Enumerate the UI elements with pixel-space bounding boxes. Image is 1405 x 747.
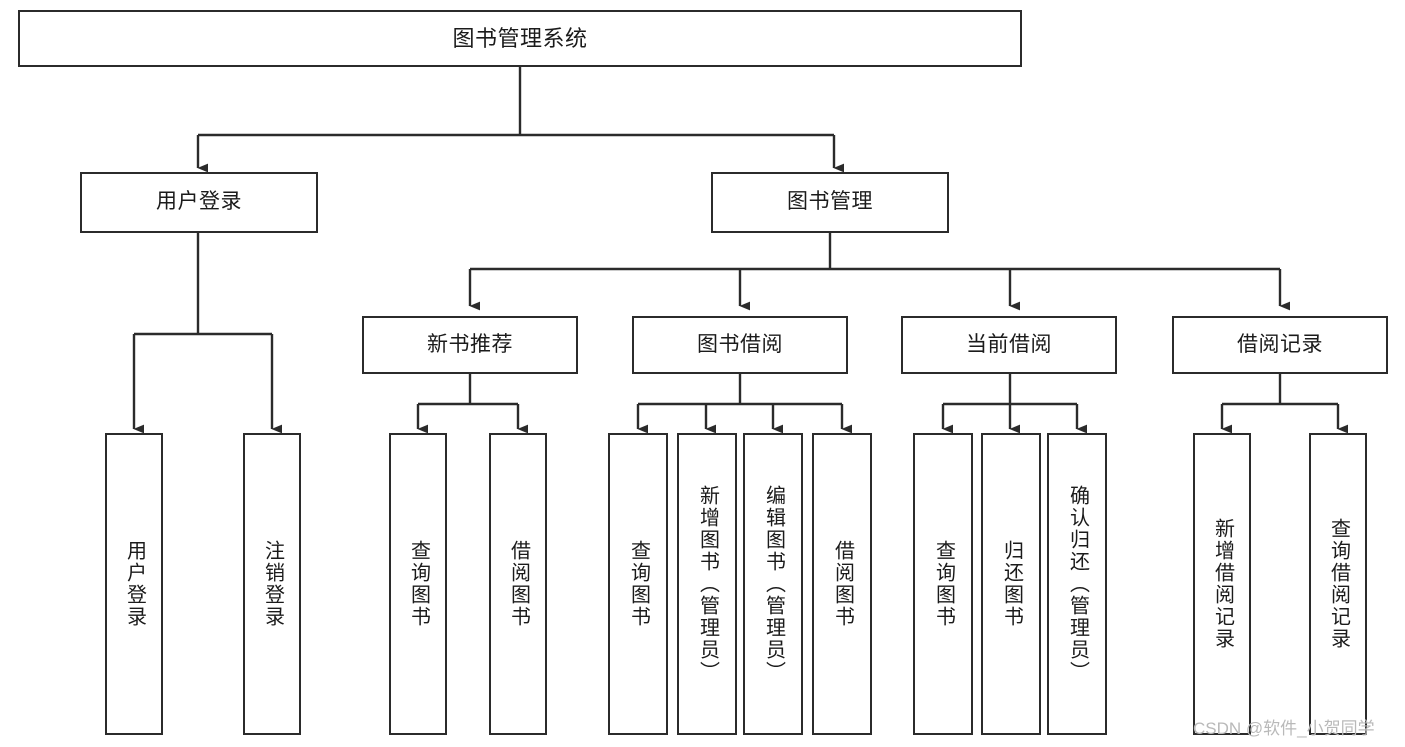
node-book-manage-label: 图书管理: [787, 190, 873, 214]
node-leaf-query-record[interactable]: 查询借阅记录: [1309, 433, 1367, 735]
node-leaf-add-record-label: 新增借阅记录: [1211, 518, 1234, 650]
node-leaf-user-logout-label: 注销登录: [261, 540, 284, 628]
node-leaf-query-book-1[interactable]: 查询图书: [389, 433, 447, 735]
node-current-borrow[interactable]: 当前借阅: [901, 316, 1117, 374]
csdn-watermark: CSDN @软件_小贺同学: [1193, 719, 1375, 738]
node-leaf-add-record[interactable]: 新增借阅记录: [1193, 433, 1251, 735]
node-leaf-return-book-label: 归还图书: [1000, 540, 1023, 628]
node-user-login[interactable]: 用户登录: [80, 172, 318, 233]
node-leaf-borrow-book-2-label: 借阅图书: [831, 540, 854, 628]
node-borrow-record[interactable]: 借阅记录: [1172, 316, 1388, 374]
node-leaf-query-record-label: 查询借阅记录: [1327, 518, 1350, 650]
node-new-book-recommend-label: 新书推荐: [427, 332, 513, 356]
node-leaf-add-book-label: 新增图书（管理员）: [696, 485, 719, 683]
node-leaf-user-login-label: 用户登录: [123, 540, 146, 628]
node-book-borrow-label: 图书借阅: [697, 332, 783, 356]
node-leaf-query-book-3[interactable]: 查询图书: [913, 433, 973, 735]
node-leaf-query-book-3-label: 查询图书: [932, 540, 955, 628]
node-leaf-confirm-return[interactable]: 确认归还（管理员）: [1047, 433, 1107, 735]
node-borrow-record-label: 借阅记录: [1237, 332, 1323, 356]
node-leaf-edit-book-label: 编辑图书（管理员）: [762, 485, 785, 683]
node-leaf-edit-book[interactable]: 编辑图书（管理员）: [743, 433, 803, 735]
node-leaf-confirm-return-label: 确认归还（管理员）: [1066, 485, 1089, 683]
node-root[interactable]: 图书管理系统: [18, 10, 1022, 67]
node-leaf-return-book[interactable]: 归还图书: [981, 433, 1041, 735]
node-leaf-user-login[interactable]: 用户登录: [105, 433, 163, 735]
node-leaf-query-book-1-label: 查询图书: [407, 540, 430, 628]
node-book-manage[interactable]: 图书管理: [711, 172, 949, 233]
node-new-book-recommend[interactable]: 新书推荐: [362, 316, 578, 374]
node-current-borrow-label: 当前借阅: [966, 332, 1052, 356]
node-root-label: 图书管理系统: [452, 25, 588, 51]
node-book-borrow[interactable]: 图书借阅: [632, 316, 848, 374]
node-leaf-query-book-2-label: 查询图书: [627, 540, 650, 628]
node-leaf-borrow-book-1[interactable]: 借阅图书: [489, 433, 547, 735]
node-leaf-add-book[interactable]: 新增图书（管理员）: [677, 433, 737, 735]
node-leaf-user-logout[interactable]: 注销登录: [243, 433, 301, 735]
node-leaf-borrow-book-1-label: 借阅图书: [507, 540, 530, 628]
node-leaf-query-book-2[interactable]: 查询图书: [608, 433, 668, 735]
node-leaf-borrow-book-2[interactable]: 借阅图书: [812, 433, 872, 735]
node-user-login-label: 用户登录: [156, 190, 242, 214]
